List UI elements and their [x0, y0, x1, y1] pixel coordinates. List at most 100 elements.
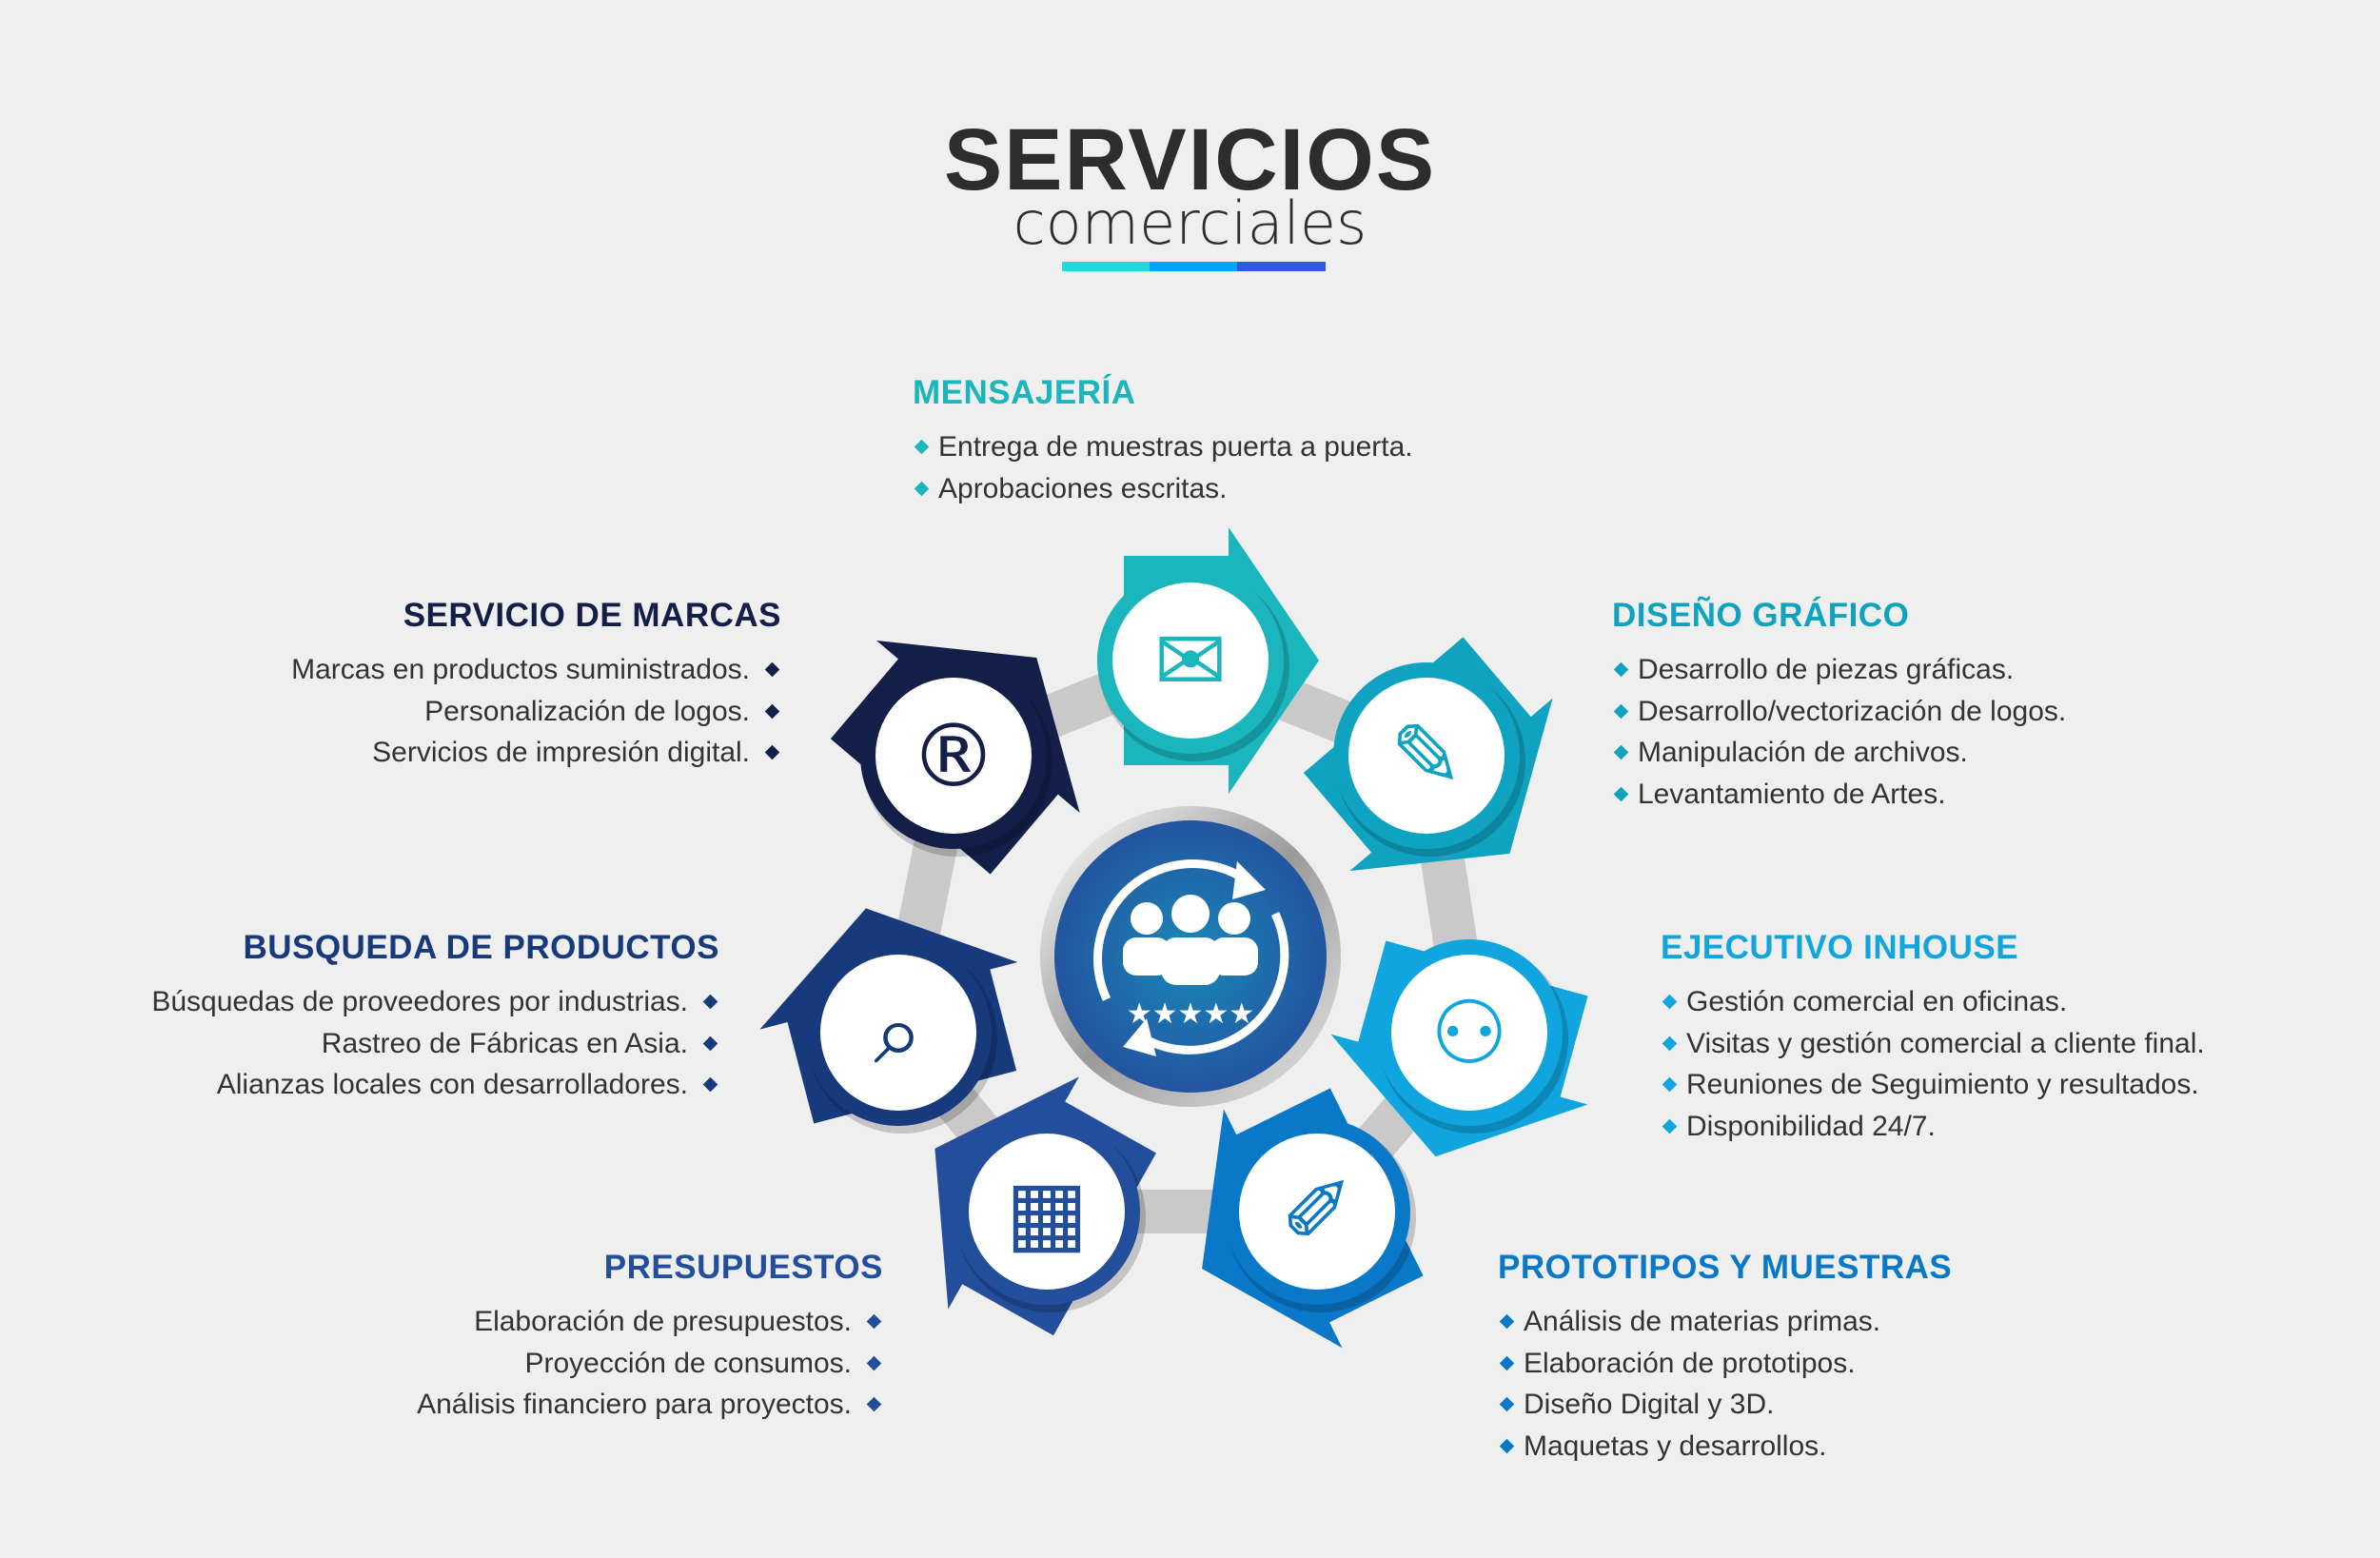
- service-item-text: Elaboración de prototipos.: [1524, 1347, 1856, 1379]
- service-item-text: Disponibilidad 24/7.: [1686, 1110, 1936, 1142]
- list-item: Proyección de consumos.: [417, 1343, 883, 1385]
- list-item: Visitas y gestión comercial a cliente fi…: [1661, 1023, 2205, 1065]
- bullet-diamond-icon: [1662, 994, 1678, 1010]
- service-block-mensajeria: MENSAJERÍA Entrega de muestras puerta a p…: [913, 373, 1413, 509]
- teamwork-puzzle-icon: ⚇: [1430, 982, 1508, 1084]
- list-item: Reuniones de Seguimiento y resultados.: [1661, 1064, 2205, 1106]
- bullet-diamond-icon: [914, 481, 930, 496]
- list-item: Personalización de logos.: [291, 691, 781, 733]
- service-item-text: Desarrollo de piezas gráficas.: [1638, 654, 2015, 685]
- service-item-text: Rastreo de Fábricas en Asia.: [321, 1027, 688, 1059]
- bullet-diamond-icon: [764, 744, 780, 760]
- bullet-diamond-icon: [1662, 1076, 1678, 1093]
- scalpel-ruler-icon: ✐: [1280, 1161, 1353, 1263]
- service-item-text: Maquetas y desarrollos.: [1524, 1430, 1827, 1462]
- bullet-diamond-icon: [764, 703, 780, 719]
- bullet-diamond-icon: [866, 1313, 882, 1330]
- bullet-diamond-icon: [702, 994, 718, 1010]
- service-item-text: Marcas en productos suministrados.: [291, 654, 750, 685]
- service-item-text: Análisis de materias primas.: [1524, 1306, 1881, 1337]
- list-item: Disponibilidad 24/7.: [1661, 1106, 2205, 1148]
- service-item-text: Proyección de consumos.: [524, 1347, 852, 1379]
- list-item: Alianzas locales con desarrolladores.: [151, 1064, 719, 1106]
- title-underline-3: [1237, 262, 1326, 271]
- list-item: Maquetas y desarrollos.: [1498, 1426, 1952, 1468]
- service-items: Marcas en productos suministrados. Person…: [291, 649, 781, 774]
- node-presupuestos: ▦: [934, 1076, 1156, 1336]
- page-subtitle: comerciales: [1013, 188, 1367, 258]
- bullet-diamond-icon: [702, 1035, 718, 1051]
- list-item: Gestión comercial en oficinas.: [1661, 981, 2205, 1023]
- bullet-diamond-icon: [764, 661, 780, 678]
- service-item-text: Alianzas locales con desarrolladores.: [216, 1069, 688, 1100]
- courier-runner-icon: ✉: [1153, 610, 1227, 712]
- service-item-text: Análisis financiero para proyectos.: [417, 1389, 852, 1420]
- list-item: Desarrollo/vectorización de logos.: [1612, 691, 2066, 733]
- bullet-diamond-icon: [866, 1396, 882, 1412]
- bullet-diamond-icon: [1499, 1438, 1515, 1453]
- node-busqueda: ⌕: [759, 908, 1018, 1134]
- bullet-diamond-icon: [1499, 1355, 1515, 1371]
- node-diseno: ✎: [1303, 637, 1553, 872]
- service-items: Entrega de muestras puerta a puerta. Apro…: [913, 426, 1413, 509]
- service-title: PRESUPUESTOS: [603, 1249, 883, 1286]
- service-block-diseno: DISEÑO GRÁFICO Desarrollo de piezas gráfi…: [1612, 596, 2066, 815]
- center-hub: ★★★★★: [1040, 806, 1341, 1107]
- service-title: EJECUTIVO INHOUSE: [1661, 929, 2019, 966]
- magnifier-box-icon: ⌕: [874, 982, 923, 1084]
- list-item: Levantamiento de Artes.: [1612, 774, 2066, 816]
- node-marcas: ®: [830, 640, 1080, 875]
- service-item-text: Levantamiento de Artes.: [1638, 778, 1946, 810]
- service-item-text: Gestión comercial en oficinas.: [1686, 986, 2068, 1017]
- service-title: DISEÑO GRÁFICO: [1612, 597, 1910, 634]
- design-monitor-icon: ✎: [1389, 705, 1463, 807]
- bullet-diamond-icon: [702, 1076, 718, 1093]
- service-item-text: Entrega de muestras puerta a puerta.: [938, 431, 1413, 463]
- service-title: SERVICIO DE MARCAS: [403, 597, 781, 634]
- service-item-text: Visitas y gestión comercial a cliente fi…: [1686, 1027, 2205, 1059]
- bullet-diamond-icon: [866, 1355, 882, 1371]
- bullet-diamond-icon: [1499, 1313, 1515, 1330]
- service-block-marcas: SERVICIO DE MARCAS Marcas en productos su…: [291, 596, 781, 774]
- bullet-diamond-icon: [1499, 1396, 1515, 1412]
- service-item-text: Aprobaciones escritas.: [938, 472, 1228, 504]
- list-item: Rastreo de Fábricas en Asia.: [151, 1023, 719, 1065]
- service-block-presupuestos: PRESUPUESTOS Elaboración de presupuestos.…: [417, 1248, 883, 1426]
- list-item: Elaboración de prototipos.: [1498, 1343, 1952, 1385]
- service-item-text: Personalización de logos.: [424, 695, 750, 727]
- list-item: Manipulación de archivos.: [1612, 732, 2066, 774]
- list-item: Elaboración de presupuestos.: [417, 1301, 883, 1343]
- service-items: Búsquedas de proveedores por industrias.…: [151, 981, 719, 1106]
- node-ejecutivo: ⚇: [1330, 939, 1588, 1157]
- service-items: Gestión comercial en oficinas. Visitas y …: [1661, 981, 2205, 1147]
- service-block-ejecutivo: EJECUTIVO INHOUSE Gestión comercial en of…: [1661, 928, 2205, 1147]
- list-item: Análisis de materias primas.: [1498, 1301, 1952, 1343]
- list-item: Desarrollo de piezas gráficas.: [1612, 649, 2066, 691]
- service-items: Desarrollo de piezas gráficas. Desarrollo…: [1612, 649, 2066, 815]
- node-prototipos: ✐: [1202, 1088, 1424, 1349]
- bullet-diamond-icon: [1613, 661, 1629, 678]
- service-item-text: Búsquedas de proveedores por industrias.: [151, 986, 688, 1017]
- list-item: Diseño Digital y 3D.: [1498, 1384, 1952, 1426]
- service-items: Análisis de materias primas. Elaboración …: [1498, 1301, 1952, 1467]
- svg-text:★★★★★: ★★★★★: [1127, 997, 1254, 1031]
- registered-cursor-icon: ®: [910, 705, 997, 807]
- title-underline-2: [1150, 262, 1237, 271]
- service-items: Elaboración de presupuestos. Proyección d…: [417, 1301, 883, 1426]
- list-item: Marcas en productos suministrados.: [291, 649, 781, 691]
- service-title: MENSAJERÍA: [913, 374, 1136, 411]
- node-mensajeria: ✉: [1097, 527, 1319, 794]
- customer-satisfaction-cycle-icon: ★★★★★: [1093, 859, 1289, 1056]
- bullet-diamond-icon: [1662, 1118, 1678, 1134]
- service-item-text: Reuniones de Seguimiento y resultados.: [1686, 1069, 2199, 1100]
- calculator-icon: ▦: [1006, 1161, 1089, 1263]
- bullet-diamond-icon: [1662, 1035, 1678, 1051]
- bullet-diamond-icon: [1613, 703, 1629, 719]
- service-item-text: Servicios de impresión digital.: [372, 737, 750, 768]
- service-title: PROTOTIPOS Y MUESTRAS: [1498, 1249, 1953, 1286]
- title-underline-1: [1062, 262, 1150, 271]
- list-item: Búsquedas de proveedores por industrias.: [151, 981, 719, 1023]
- service-item-text: Manipulación de archivos.: [1638, 737, 1968, 768]
